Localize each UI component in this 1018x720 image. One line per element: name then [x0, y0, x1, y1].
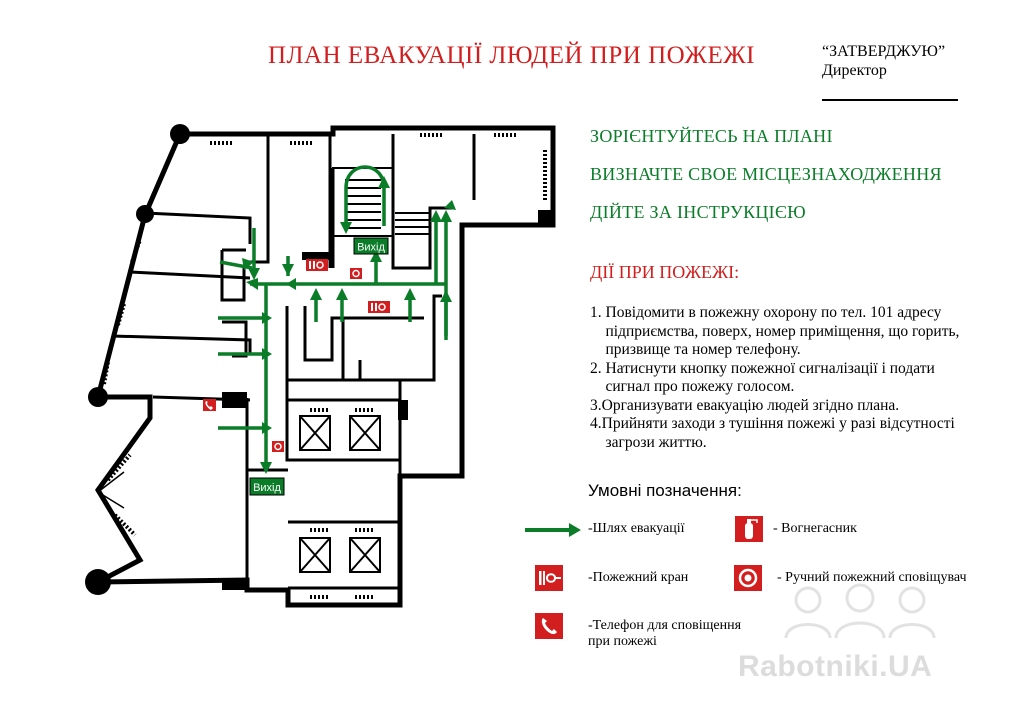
plan-phone-sign — [203, 399, 216, 411]
fire-hydrant-icon — [535, 565, 563, 591]
instructions-list: 1. Повідомити в пожежну охорону по тел. … — [590, 304, 1010, 452]
elevator-shafts — [299, 415, 381, 573]
guidance-line-3: ДІЙТЕ ЗА ІНСТРУКЦІЄЮ — [590, 202, 806, 222]
approval-role: Директор — [822, 62, 887, 79]
instruction-line: загрози життю. — [590, 433, 707, 451]
instruction-line: 2. Натиснути кнопку пожежної сигналізаці… — [590, 359, 935, 377]
legend-phone-line-2: при пожежі — [588, 634, 657, 649]
door-swing — [97, 471, 125, 509]
legend-extinguisher-label: - Вогнегасник — [773, 521, 857, 536]
signature-line — [822, 99, 958, 101]
outer-walls — [94, 125, 556, 608]
watermark-figures-icon — [784, 583, 936, 639]
page-title: ПЛАН ЕВАКУАЦІЇ ЛЮДЕЙ ПРИ ПОЖЕЖІ — [268, 42, 755, 69]
instruction-line: підприємства, поверх, номер приміщення, … — [590, 322, 960, 340]
exit-sign-top — [353, 237, 389, 255]
plan-hydrant-sign-middle — [368, 301, 390, 313]
approval-block: “ЗАТВЕРДЖУЮ” Директор — [822, 42, 945, 80]
instruction-line: 4.Прийняти заходи з тушіння пожежі у раз… — [590, 415, 955, 432]
instruction-line: 1. Повідомити в пожежну охорону по тел. … — [590, 304, 942, 321]
windows — [102, 133, 547, 599]
legend-evac-label: -Шлях евакуації — [588, 521, 685, 536]
guidance-line-1: ЗОРІЄНТУЙТЕСЬ НА ПЛАНІ — [590, 126, 833, 146]
plan-hydrant-sign-top — [306, 259, 328, 271]
exit-sign-bottom-label: Вихід — [253, 482, 281, 494]
guidance-line-2: ВИЗНАЧТЕ СВОЕ МІСЦЕЗНАХОДЖЕННЯ — [590, 164, 942, 184]
floor-plan: Вихід Вихід — [85, 124, 556, 608]
instruction-line: сигнал про пожежу голосом. — [590, 378, 795, 395]
evacuation-arrowheads — [242, 176, 456, 474]
legend-hydrant-label: -Пожежний кран — [588, 570, 689, 585]
plan-alarm-sign-bottom — [272, 441, 284, 452]
plan-alarm-sign-top — [350, 268, 362, 279]
fire-alarm-icon — [734, 565, 762, 591]
actions-title: ДІЇ ПРИ ПОЖЕЖІ: — [590, 262, 740, 282]
approval-label: “ЗАТВЕРДЖУЮ” — [822, 43, 946, 60]
evac-arrow-icon — [525, 523, 581, 537]
legend-alarm-label: - Ручний пожежний сповіщувач — [777, 570, 967, 585]
fire-extinguisher-icon — [735, 516, 763, 542]
corner-columns — [85, 124, 190, 595]
legend-phone-line-1: -Телефон для сповіщення — [588, 618, 742, 633]
exit-sign-bottom — [249, 477, 285, 496]
legend-title: Умовні позначення: — [588, 481, 742, 500]
exit-sign-top-label: Вихід — [357, 242, 385, 254]
interior-walls — [98, 134, 476, 590]
legend-phone-label: -Телефон для сповіщення при пожежі — [588, 618, 741, 650]
watermark-text: Rabotniki.UA — [738, 650, 933, 683]
instruction-line: 3.Организувати евакуацію людей згідно пл… — [590, 396, 900, 414]
phone-icon — [535, 613, 563, 639]
structural-blocks — [222, 210, 552, 590]
instruction-line: призвище та номер телефону. — [590, 341, 801, 358]
